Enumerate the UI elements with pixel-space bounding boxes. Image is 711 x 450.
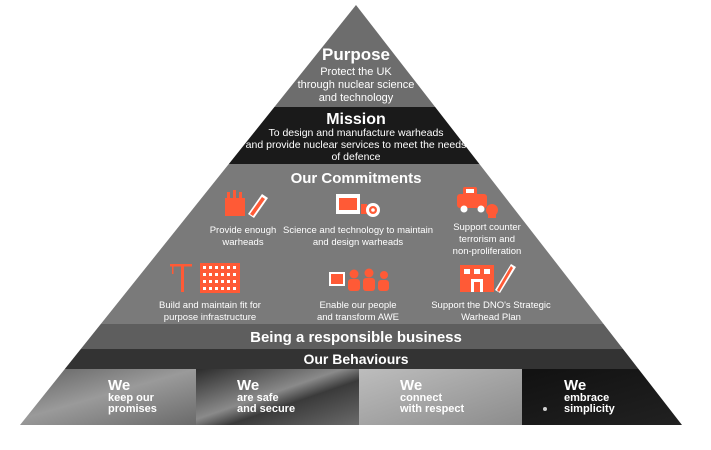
behaviour-2-line-1: are safe xyxy=(237,392,279,404)
responsible-band xyxy=(20,324,682,349)
responsible-title: Being a responsible business xyxy=(250,329,462,346)
purpose-line-3: and technology xyxy=(319,92,394,104)
behaviour-1-we: We xyxy=(108,377,130,394)
commitment-3-line-2: terrorism and xyxy=(459,234,515,245)
behaviours-title: Our Behaviours xyxy=(303,351,408,367)
commitment-3-line-3: non-proliferation xyxy=(453,246,522,257)
commitment-4-line-2: purpose infrastructure xyxy=(164,312,256,323)
mission-line-3: of defence xyxy=(331,151,380,163)
behaviour-panel-3 xyxy=(359,369,522,425)
commitment-5-line-2: and transform AWE xyxy=(317,312,399,323)
mission-title: Mission xyxy=(326,111,386,128)
purpose-line-1: Protect the UK xyxy=(320,66,392,78)
science-lab-icon xyxy=(336,194,380,217)
behaviour-1-line-1: keep our xyxy=(108,392,155,404)
behaviours-band xyxy=(20,349,682,369)
behaviour-3-line-2: with respect xyxy=(399,403,465,415)
behaviour-2-we: We xyxy=(237,377,259,394)
mission-line-2: and provide nuclear services to meet the… xyxy=(246,139,467,151)
counter-terrorism-vehicle-icon xyxy=(457,187,498,218)
commitment-5-line-1: Enable our people xyxy=(319,300,396,311)
commitment-3-line-1: Support counter xyxy=(453,222,521,233)
commitment-6-line-1: Support the DNO's Strategic xyxy=(431,300,551,311)
behaviour-1-line-2: promises xyxy=(108,403,157,415)
behaviour-4-we: We xyxy=(564,377,586,394)
behaviour-panel-2 xyxy=(196,369,359,425)
commitment-1-line-2: warheads xyxy=(221,237,263,248)
behaviour-4-line-1: embrace xyxy=(564,392,609,404)
commitment-6-line-2: Warhead Plan xyxy=(461,312,521,323)
nuclear-warhead-icon xyxy=(225,190,268,218)
commitment-2-line-2: and design warheads xyxy=(313,237,404,248)
infrastructure-crane-icon xyxy=(170,263,240,293)
commitment-2-line-1: Science and technology to maintain xyxy=(283,225,433,236)
commitment-4-line-1: Build and maintain fit for xyxy=(159,300,261,311)
commitment-1-line-1: Provide enough xyxy=(210,225,277,236)
commitments-title: Our Commitments xyxy=(291,170,422,187)
sparkle-decoration xyxy=(543,407,547,411)
behaviour-panel-4 xyxy=(522,369,682,425)
behaviour-panel-1 xyxy=(20,369,196,425)
people-icon xyxy=(329,268,389,291)
purpose-title: Purpose xyxy=(322,45,390,64)
behaviour-3-we: We xyxy=(400,377,422,394)
behaviour-2-line-2: and secure xyxy=(237,403,295,415)
behaviour-4-line-2: simplicity xyxy=(564,403,616,415)
strategic-plan-icon xyxy=(460,264,516,293)
behaviour-3-line-1: connect xyxy=(400,392,443,404)
purpose-line-2: through nuclear science xyxy=(298,79,415,91)
mission-line-1: To design and manufacture warheads xyxy=(268,127,443,139)
